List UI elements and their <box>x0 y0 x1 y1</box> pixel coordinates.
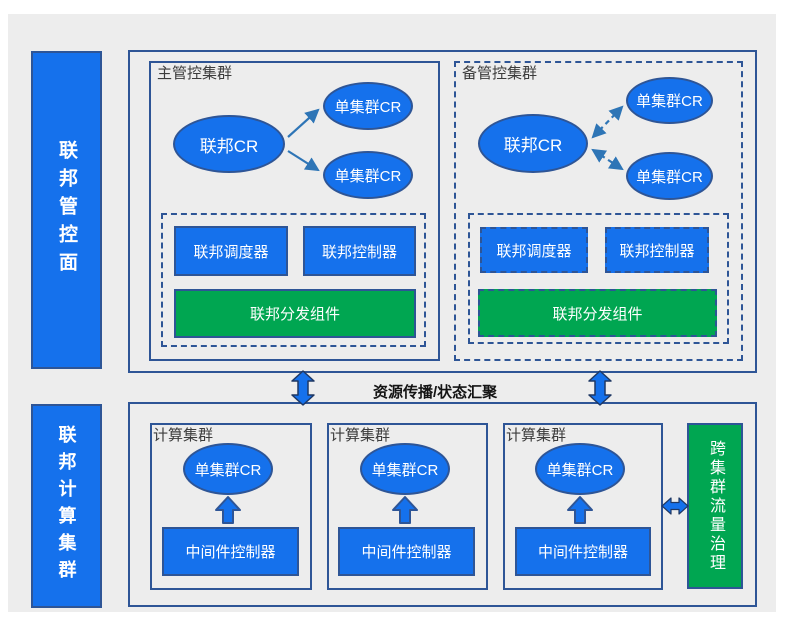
compute-cluster-1-middleware-controller: 中间件控制器 <box>162 527 299 576</box>
backup-federation-scheduler: 联邦调度器 <box>480 227 588 273</box>
main-single-cluster-cr-bottom-ellipse: 单集群CR <box>323 151 413 199</box>
backup-components-group-box <box>468 213 729 344</box>
compute-cluster-2-middleware-controller: 中间件控制器 <box>338 527 475 576</box>
compute-cluster-3-single-cr-ellipse: 单集群CR <box>535 443 625 495</box>
compute-cluster-2-single-cr-ellipse: 单集群CR <box>360 443 450 495</box>
backup-federation-dispatcher: 联邦分发组件 <box>478 289 717 337</box>
compute-cluster-2-box <box>327 423 488 590</box>
compute-cluster-1-box <box>150 423 312 590</box>
main-federation-scheduler: 联邦调度器 <box>174 226 288 276</box>
main-components-group-box <box>161 213 426 347</box>
compute-cluster-3-middleware-controller: 中间件控制器 <box>515 527 651 576</box>
control-plane-container <box>128 50 757 373</box>
backup-control-cluster-title: 备管控集群 <box>462 65 538 82</box>
main-control-cluster-title: 主管控集群 <box>157 65 233 82</box>
compute-cluster-1-title: 计算集群 <box>153 427 214 444</box>
compute-cluster-3-title: 计算集群 <box>506 427 567 444</box>
backup-single-cluster-cr-bottom-ellipse: 单集群CR <box>626 152 713 200</box>
compute-cluster-2-title: 计算集群 <box>330 427 391 444</box>
backup-control-cluster-box <box>454 61 743 361</box>
main-federation-dispatcher: 联邦分发组件 <box>174 289 416 338</box>
backup-single-cluster-cr-top-ellipse: 单集群CR <box>626 77 713 124</box>
main-federation-controller: 联邦控制器 <box>303 226 416 276</box>
main-single-cluster-cr-top-ellipse: 单集群CR <box>323 82 413 130</box>
main-federation-cr-ellipse: 联邦CR <box>173 115 285 173</box>
compute-cluster-1-single-cr-ellipse: 单集群CR <box>183 443 273 495</box>
main-control-cluster-box <box>149 61 440 361</box>
compute-cluster-rail-label: 联邦计算集群 <box>31 404 102 608</box>
resource-sync-label: 资源传播/状态汇聚 <box>373 384 498 401</box>
backup-federation-cr-ellipse: 联邦CR <box>478 114 588 173</box>
control-plane-rail-label: 联邦管控面 <box>31 51 102 369</box>
compute-plane-container <box>128 402 757 607</box>
traffic-governance-box: 跨集群流量治理 <box>687 423 743 589</box>
backup-federation-controller: 联邦控制器 <box>605 227 709 273</box>
